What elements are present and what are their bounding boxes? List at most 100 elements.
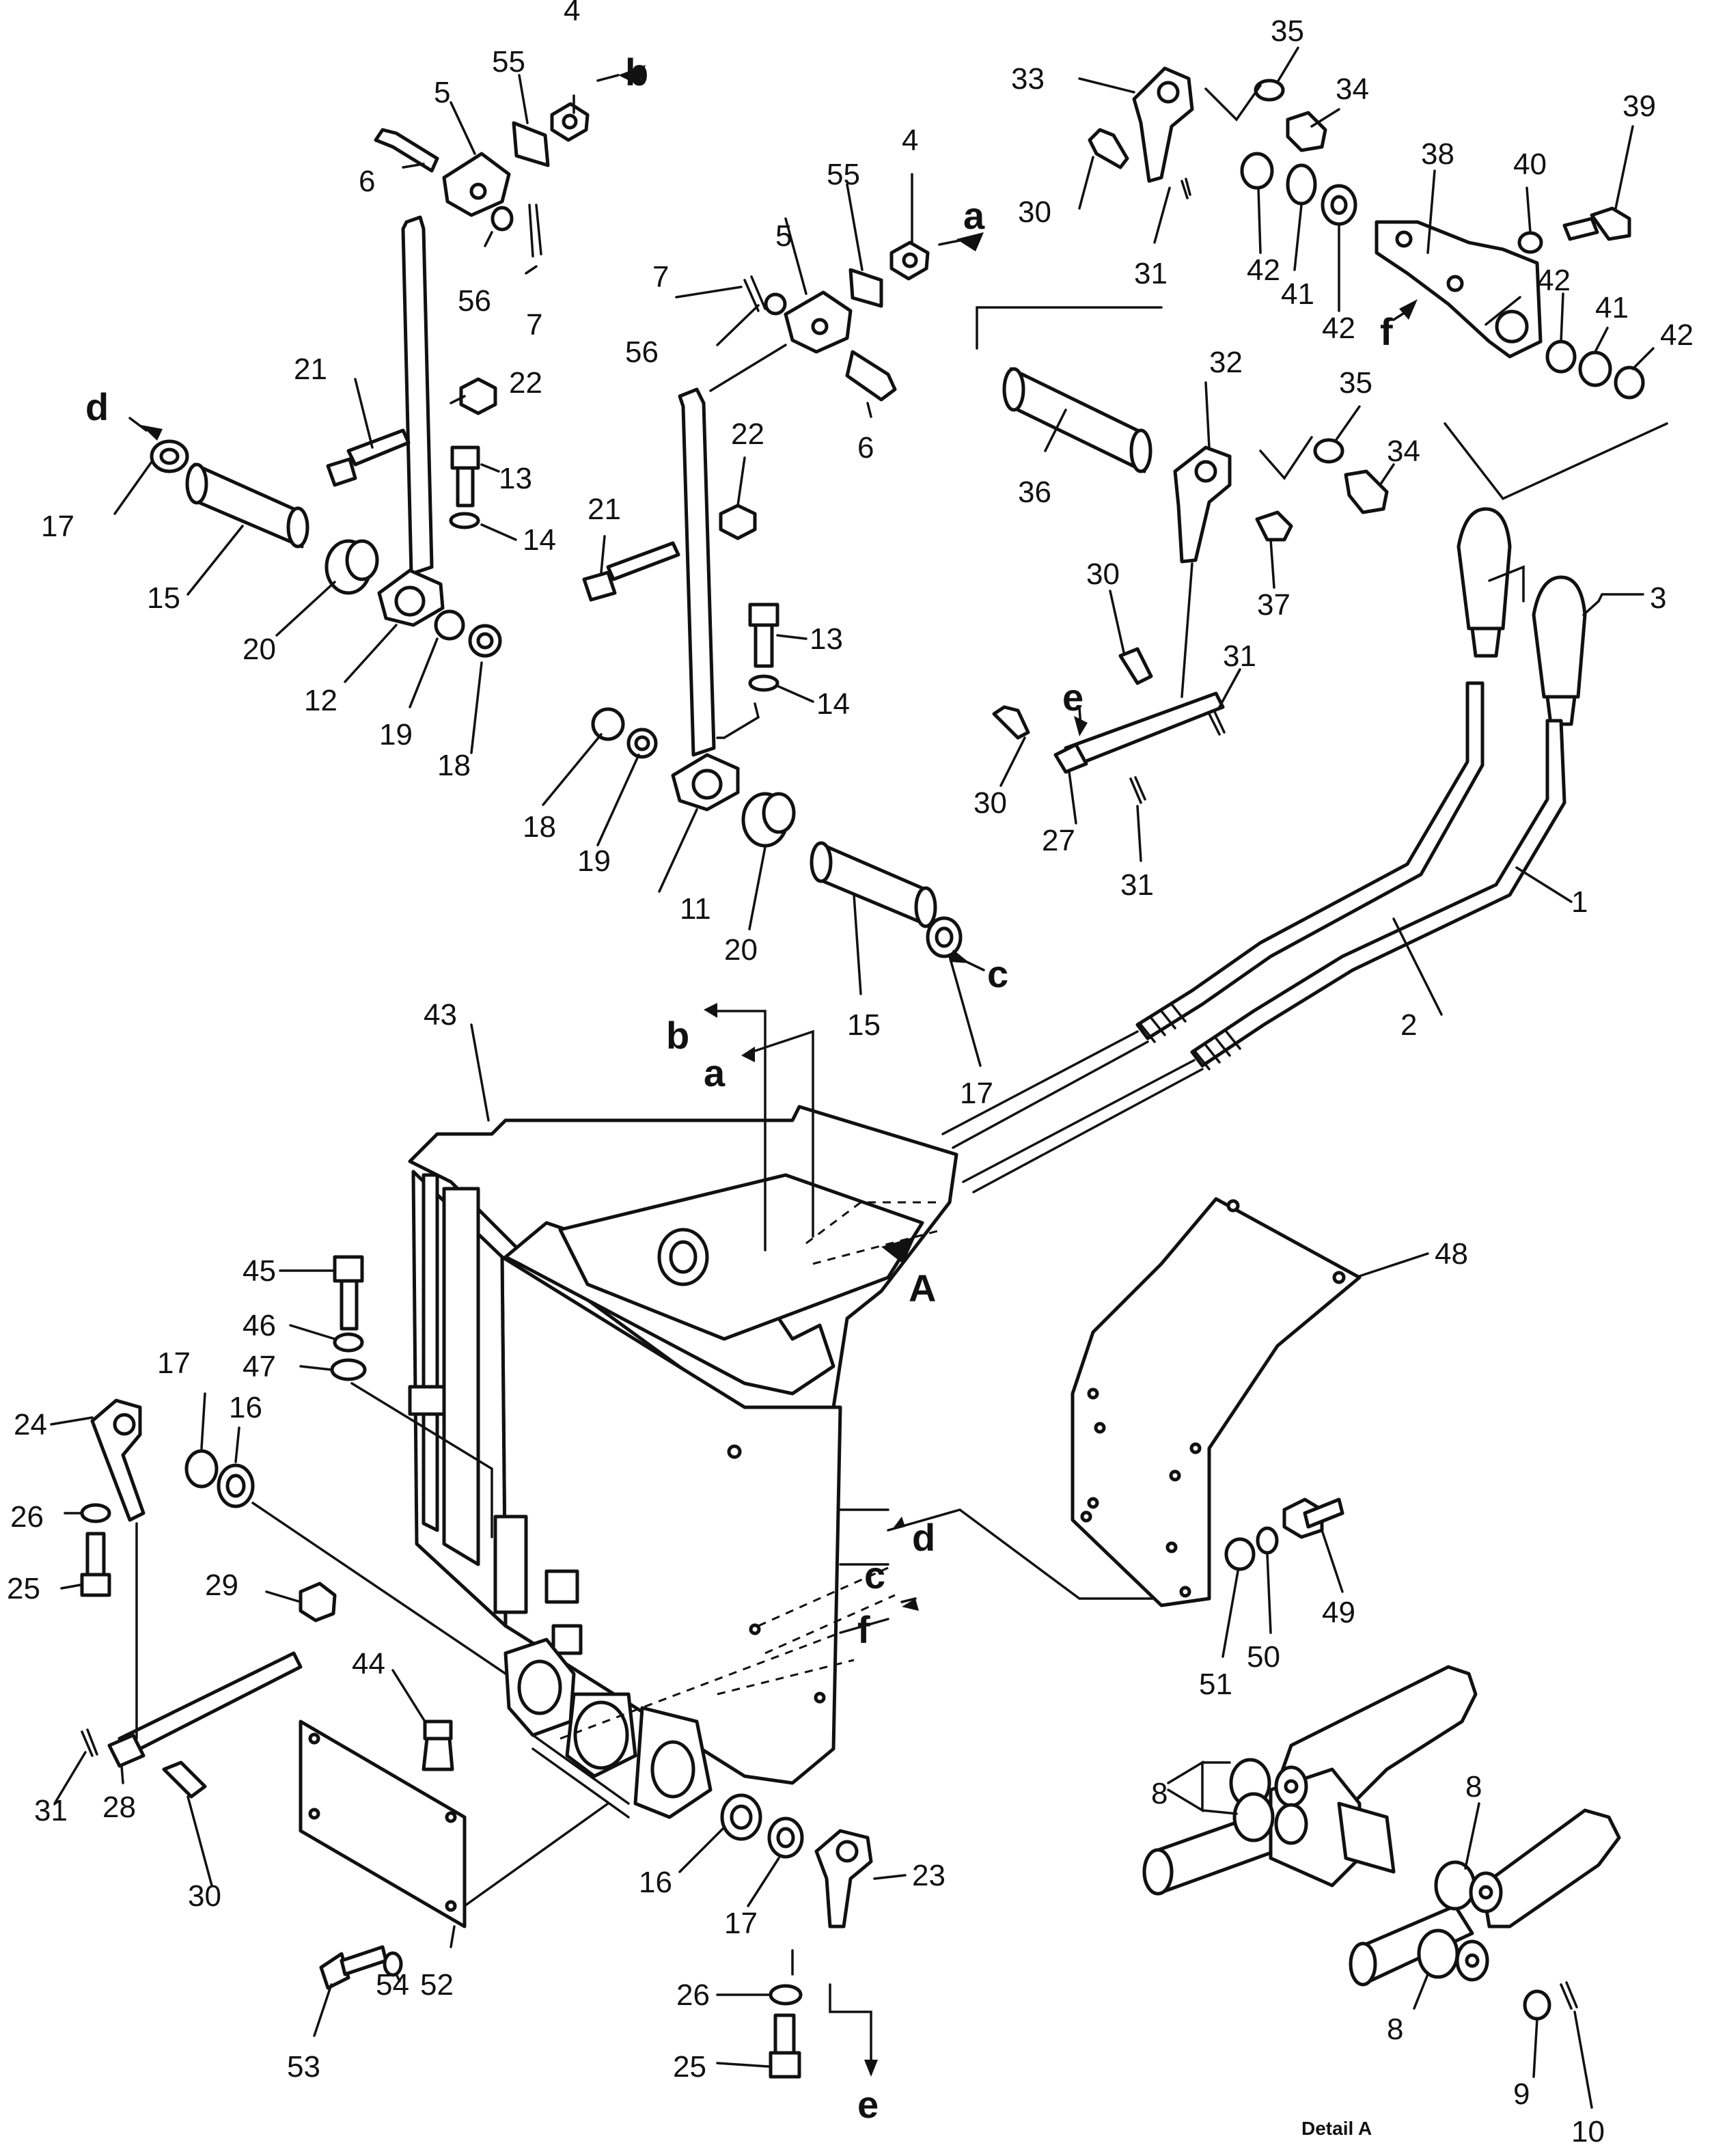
callout-8: 8 [1465, 1770, 1482, 1803]
callout-34: 34 [1387, 434, 1420, 468]
center-bottom-parts [678, 1793, 907, 2079]
callout-5: 5 [434, 76, 450, 109]
callout-42: 42 [1247, 253, 1280, 287]
letter-c: c [864, 1553, 885, 1597]
callout-42: 42 [1322, 312, 1355, 345]
callout-54: 54 [376, 1968, 409, 2002]
callout-7: 7 [652, 260, 669, 294]
callout-7: 7 [526, 308, 542, 342]
callout-33: 33 [1011, 62, 1045, 96]
control-rods [941, 507, 1644, 1193]
letter-a: a [963, 194, 985, 237]
callout-17: 17 [960, 1077, 993, 1110]
callout-34: 34 [1336, 72, 1369, 106]
callout-55: 55 [827, 158, 860, 191]
letter-b: b [625, 51, 648, 94]
callout-2: 2 [1400, 1008, 1417, 1042]
callout-27: 27 [1042, 824, 1075, 857]
callout-11: 11 [680, 892, 711, 926]
callout-55: 55 [492, 45, 525, 79]
callout-43: 43 [424, 998, 457, 1032]
callout-35: 35 [1339, 366, 1372, 400]
callout-21: 21 [294, 353, 327, 386]
callout-6: 6 [857, 431, 874, 465]
letter-b: b [666, 1014, 689, 1057]
callout-17: 17 [41, 510, 74, 543]
callout-20: 20 [724, 933, 758, 967]
callout-42: 42 [1537, 264, 1571, 297]
callout-13: 13 [810, 622, 843, 656]
callout-15: 15 [847, 1008, 881, 1042]
callout-28: 28 [102, 1791, 136, 1824]
callout-37: 37 [1257, 588, 1290, 622]
callout-14: 14 [523, 523, 556, 557]
left-lever-assembly [113, 65, 646, 754]
callout-38: 38 [1421, 137, 1454, 171]
callout-20: 20 [243, 633, 276, 666]
left-lower-parts [50, 1255, 609, 2037]
callout-23: 23 [912, 1859, 945, 1892]
callout-22: 22 [509, 366, 542, 400]
callout-49: 49 [1322, 1596, 1355, 1629]
detail-a-caption: Detail A [1301, 2118, 1372, 2139]
callout-22: 22 [731, 417, 764, 451]
callout-36: 36 [1018, 475, 1051, 509]
callout-26: 26 [676, 1978, 710, 2012]
callout-51: 51 [1199, 1668, 1232, 1701]
callout-30: 30 [1018, 195, 1051, 229]
callout-25: 25 [7, 1572, 40, 1605]
detail-a [1142, 1665, 1621, 2109]
callout-42: 42 [1660, 318, 1694, 352]
callout-4: 4 [902, 124, 918, 157]
letter-f: f [1380, 310, 1393, 353]
callout-18: 18 [523, 810, 556, 844]
callout-16: 16 [229, 1391, 262, 1424]
callout-32: 32 [1209, 346, 1243, 379]
center-lever-assembly [542, 173, 985, 1067]
callout-4: 4 [564, 0, 580, 27]
letter-d: d [912, 1516, 935, 1559]
letter-d: d [85, 385, 109, 428]
letter-f: f [857, 1608, 870, 1651]
callout-6: 6 [359, 165, 375, 198]
callout-56: 56 [458, 284, 491, 318]
callout-47: 47 [243, 1350, 276, 1383]
callout-39: 39 [1623, 89, 1656, 123]
letter-e: e [1062, 676, 1083, 719]
callout-16: 16 [639, 1866, 672, 1899]
letter-c: c [987, 952, 1008, 995]
callout-17: 17 [724, 1907, 758, 1940]
callout-50: 50 [1247, 1640, 1280, 1674]
callout-9: 9 [1513, 2077, 1530, 2111]
callout-25: 25 [673, 2050, 706, 2084]
callout-8: 8 [1387, 2013, 1403, 2046]
callout-19: 19 [379, 718, 413, 751]
letter-e: e [857, 2083, 879, 2126]
callout-29: 29 [205, 1568, 238, 1602]
callout-31: 31 [1134, 257, 1168, 290]
callout-46: 46 [243, 1309, 276, 1342]
callout-30: 30 [1086, 557, 1120, 591]
side-plate [1071, 1197, 1429, 1658]
callout-17: 17 [157, 1346, 191, 1380]
callout-41: 41 [1595, 291, 1629, 324]
callout-41: 41 [1281, 277, 1314, 311]
connection-letter-labels: a a b b c c d d e e f f A [85, 51, 1393, 2126]
main-housing [408, 1003, 1173, 1819]
callout-53: 53 [287, 2050, 320, 2084]
callout-52: 52 [420, 1968, 454, 2002]
callout-24: 24 [14, 1408, 47, 1441]
callout-10: 10 [1571, 2115, 1605, 2148]
view-marker-a: A [909, 1267, 936, 1310]
callout-56: 56 [625, 335, 659, 369]
callout-14: 14 [816, 687, 850, 721]
callout-15: 15 [147, 581, 180, 615]
right-lever-assembly [976, 46, 1668, 862]
callout-19: 19 [577, 844, 611, 878]
callout-30: 30 [188, 1879, 221, 1913]
callout-35: 35 [1271, 14, 1304, 48]
callout-26: 26 [10, 1500, 44, 1534]
callout-31: 31 [34, 1794, 68, 1827]
letter-a: a [704, 1051, 726, 1094]
